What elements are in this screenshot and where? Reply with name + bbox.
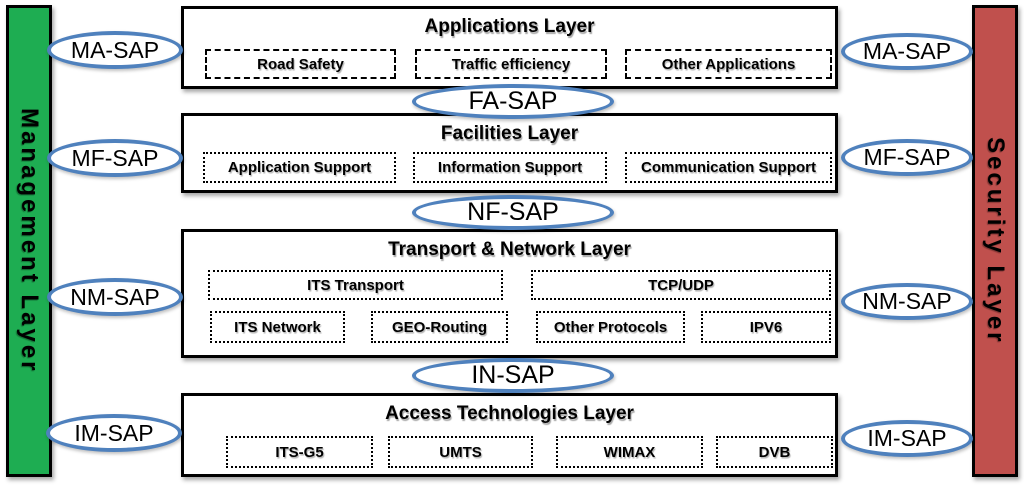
its-network-label: ITS Network [234, 318, 321, 336]
transport-network-layer-title: Transport & Network Layer [388, 239, 631, 260]
geo-routing-label: GEO-Routing [392, 318, 487, 336]
geo-routing-box: GEO-Routing [371, 311, 508, 343]
mf-sap-right-label: MF-SAP [863, 144, 951, 170]
its-transport-box: ITS Transport [208, 270, 503, 300]
other-protocols-label: Other Protocols [553, 318, 668, 336]
communication-support-label: Communication Support [641, 159, 816, 176]
its-transport-label: ITS Transport [307, 276, 404, 294]
im-sap-left-label: IM-SAP [74, 419, 154, 446]
in-sap-label: IN-SAP [471, 361, 555, 389]
traffic-efficiency-label: Traffic efficiency [451, 55, 571, 73]
fa-sap-label: FA-SAP [468, 87, 558, 115]
im-sap-right-label: IM-SAP [867, 425, 947, 451]
in-sap-ellipse: IN-SAP [412, 358, 614, 393]
ma-sap-right-label: MA-SAP [862, 38, 952, 64]
ma-sap-right-ellipse: MA-SAP [841, 33, 973, 70]
other-applications-label: Other Applications [661, 55, 796, 73]
umts-box: UMTS [388, 436, 533, 468]
wimax-box: WIMAX [556, 436, 703, 468]
other-protocols-box: Other Protocols [536, 311, 685, 343]
access-technologies-layer-title: Access Technologies Layer [385, 403, 634, 424]
ipv6-box: IPV6 [701, 311, 831, 343]
ma-sap-left-label: MA-SAP [70, 36, 160, 63]
nf-sap-ellipse: NF-SAP [412, 195, 614, 230]
im-sap-left-ellipse: IM-SAP [46, 414, 182, 452]
security-layer-label: Security Layer [982, 137, 1009, 345]
its-g5-box: ITS-G5 [226, 436, 373, 468]
mf-sap-right-ellipse: MF-SAP [841, 139, 973, 176]
application-support-box: Application Support [203, 152, 396, 183]
nm-sap-right-ellipse: NM-SAP [841, 283, 973, 320]
mf-sap-left-label: MF-SAP [71, 144, 159, 171]
ipv6-label: IPV6 [749, 318, 783, 336]
wimax-label: WIMAX [603, 443, 656, 461]
road-safety-label: Road Safety [257, 55, 344, 73]
transport-network-layer-box: Transport & Network Layer ITS Transport … [181, 229, 838, 358]
traffic-efficiency-box: Traffic efficiency [415, 49, 607, 79]
applications-layer-title: Applications Layer [424, 16, 595, 37]
nf-sap-label: NF-SAP [467, 198, 559, 226]
applications-layer-box: Applications Layer Road Safety Traffic e… [181, 6, 838, 89]
application-support-label: Application Support [227, 159, 372, 176]
other-applications-box: Other Applications [625, 49, 832, 79]
nm-sap-left-label: NM-SAP [70, 283, 160, 310]
its-g5-label: ITS-G5 [275, 443, 324, 461]
facilities-layer-box: Facilities Layer Application Support Inf… [181, 113, 838, 193]
its-network-box: ITS Network [210, 311, 345, 343]
access-technologies-layer-box: Access Technologies Layer ITS-G5 UMTS WI… [181, 393, 838, 477]
im-sap-right-ellipse: IM-SAP [841, 420, 973, 457]
road-safety-box: Road Safety [205, 49, 396, 79]
facilities-layer-title: Facilities Layer [440, 123, 579, 144]
mf-sap-left-ellipse: MF-SAP [47, 139, 183, 177]
nm-sap-right-label: NM-SAP [862, 288, 952, 314]
dvb-box: DVB [716, 436, 833, 468]
communication-support-box: Communication Support [625, 152, 832, 183]
information-support-box: Information Support [413, 152, 607, 183]
security-layer-bar: Security Layer [972, 5, 1018, 477]
nm-sap-left-ellipse: NM-SAP [47, 278, 183, 316]
ma-sap-left-ellipse: MA-SAP [47, 31, 183, 69]
information-support-label: Information Support [437, 159, 583, 176]
umts-label: UMTS [439, 443, 482, 461]
tcp-udp-box: TCP/UDP [531, 270, 831, 300]
management-layer-label: Management Layer [16, 108, 43, 374]
management-layer-bar: Management Layer [6, 5, 52, 477]
dvb-label: DVB [758, 443, 791, 461]
tcp-udp-label: TCP/UDP [648, 276, 714, 294]
fa-sap-ellipse: FA-SAP [412, 84, 614, 119]
